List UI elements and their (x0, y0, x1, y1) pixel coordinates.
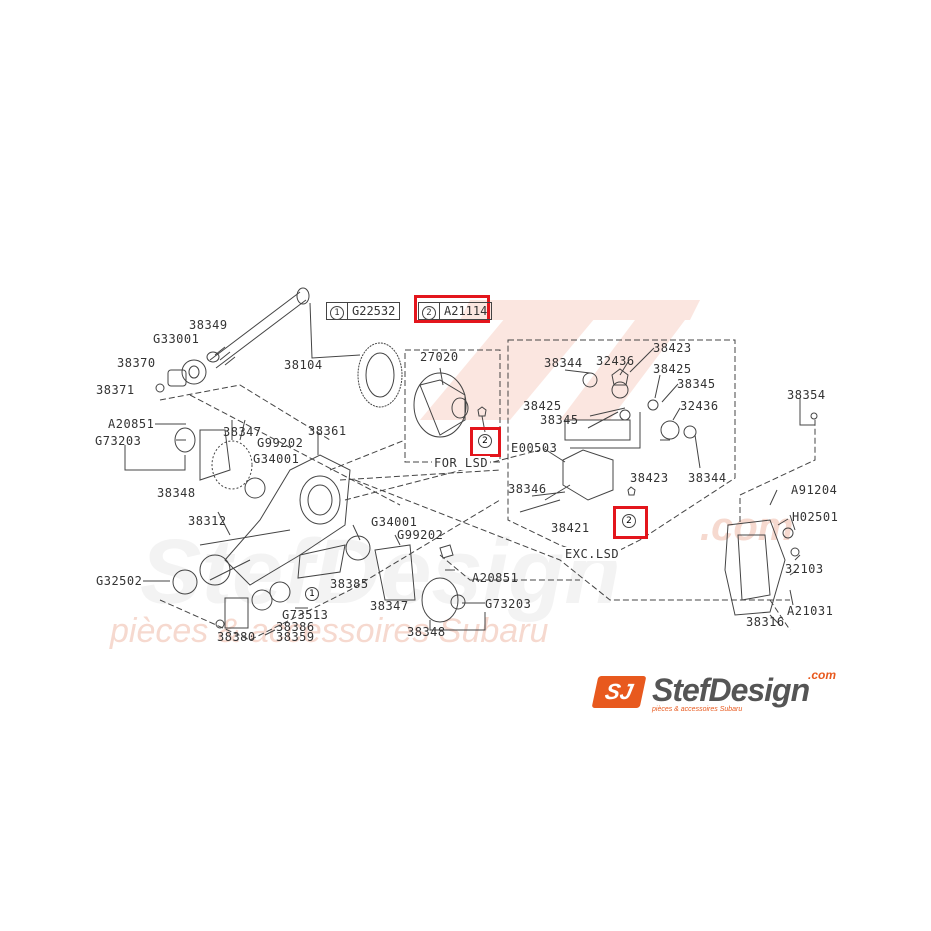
part-38349[interactable]: 38349 (189, 318, 228, 332)
logo-domain: .com (808, 668, 837, 682)
part-38344-top[interactable]: 38344 (544, 356, 583, 370)
part-A20851-left[interactable]: A20851 (108, 417, 155, 431)
part-H02501[interactable]: H02501 (792, 510, 839, 524)
part-38425-mid[interactable]: 38425 (523, 399, 562, 413)
part-G99202-left[interactable]: G99202 (257, 436, 304, 450)
part-38312[interactable]: 38312 (188, 514, 227, 528)
part-38361[interactable]: 38361 (308, 424, 347, 438)
highlight-exc-ref (613, 506, 648, 539)
highlight-lsd-ref (470, 427, 501, 457)
lsd-ref-callout: 2 (478, 434, 492, 448)
part-G99202-right[interactable]: G99202 (397, 528, 444, 542)
part-38344-bottom[interactable]: 38344 (688, 471, 727, 485)
part-38104[interactable]: 38104 (284, 358, 323, 372)
legend-item-1: 1 G22532 (326, 302, 401, 320)
part-G34001-right[interactable]: G34001 (371, 515, 418, 529)
part-G73203-right[interactable]: G73203 (485, 597, 532, 611)
part-G34001-left[interactable]: G34001 (253, 452, 300, 466)
part-G32502[interactable]: G32502 (96, 574, 143, 588)
part-32436-top[interactable]: 32436 (596, 354, 635, 368)
part-A91204[interactable]: A91204 (791, 483, 838, 497)
part-38423-top[interactable]: 38423 (653, 341, 692, 355)
part-38386[interactable]: 38386 (276, 620, 315, 634)
ref-number-1: 1 (330, 306, 344, 320)
part-38348-left[interactable]: 38348 (157, 486, 196, 500)
ref-1-callout: 1 (305, 587, 319, 601)
highlight-legend-2 (414, 295, 490, 323)
logo-badge-icon: SJ (591, 676, 647, 708)
logo-tagline: pièces & accessoires Subaru (652, 706, 743, 713)
part-38421[interactable]: 38421 (551, 521, 590, 535)
part-38385[interactable]: 38385 (330, 577, 369, 591)
part-38348-right[interactable]: 38348 (407, 625, 446, 639)
part-E00503[interactable]: E00503 (511, 441, 558, 455)
part-38425-top[interactable]: 38425 (653, 362, 692, 376)
part-27020[interactable]: 27020 (420, 350, 459, 364)
exc-ref-callout: 2 (622, 514, 636, 528)
part-A20851-right[interactable]: A20851 (472, 571, 519, 585)
part-G73513[interactable]: G73513 (282, 608, 329, 622)
part-38359[interactable]: 38359 (276, 630, 315, 644)
part-A21031[interactable]: A21031 (787, 604, 834, 618)
part-32103[interactable]: 32103 (785, 562, 824, 576)
part-38347-left[interactable]: 38347 (223, 425, 262, 439)
part-G33001[interactable]: G33001 (153, 332, 200, 346)
stefdesign-logo: SJ StefDesign .com pièces & accessoires … (590, 668, 850, 718)
group-exc-lsd: EXC.LSD (563, 547, 622, 561)
group-for-lsd: FOR LSD (432, 456, 491, 470)
ref-number-2: 2 (422, 306, 436, 320)
part-38423-bottom[interactable]: 38423 (630, 471, 669, 485)
part-38347-right[interactable]: 38347 (370, 599, 409, 613)
part-38346[interactable]: 38346 (508, 482, 547, 496)
legend-code-2: A21114 (444, 304, 488, 318)
part-38316[interactable]: 38316 (746, 615, 785, 629)
part-32436-mid[interactable]: 32436 (680, 399, 719, 413)
watermark-tagline: pièces & accessoires Subaru (110, 612, 549, 650)
part-38380[interactable]: 38380 (217, 630, 256, 644)
part-38354[interactable]: 38354 (787, 388, 826, 402)
part-38371[interactable]: 38371 (96, 383, 135, 397)
part-38345-top[interactable]: 38345 (677, 377, 716, 391)
part-38345-mid[interactable]: 38345 (540, 413, 579, 427)
legend-item-2: 2 A21114 (418, 302, 493, 320)
part-G73203-left[interactable]: G73203 (95, 434, 142, 448)
logo-name: StefDesign (652, 672, 810, 708)
legend-code-1: G22532 (352, 304, 396, 318)
part-38370[interactable]: 38370 (117, 356, 156, 370)
